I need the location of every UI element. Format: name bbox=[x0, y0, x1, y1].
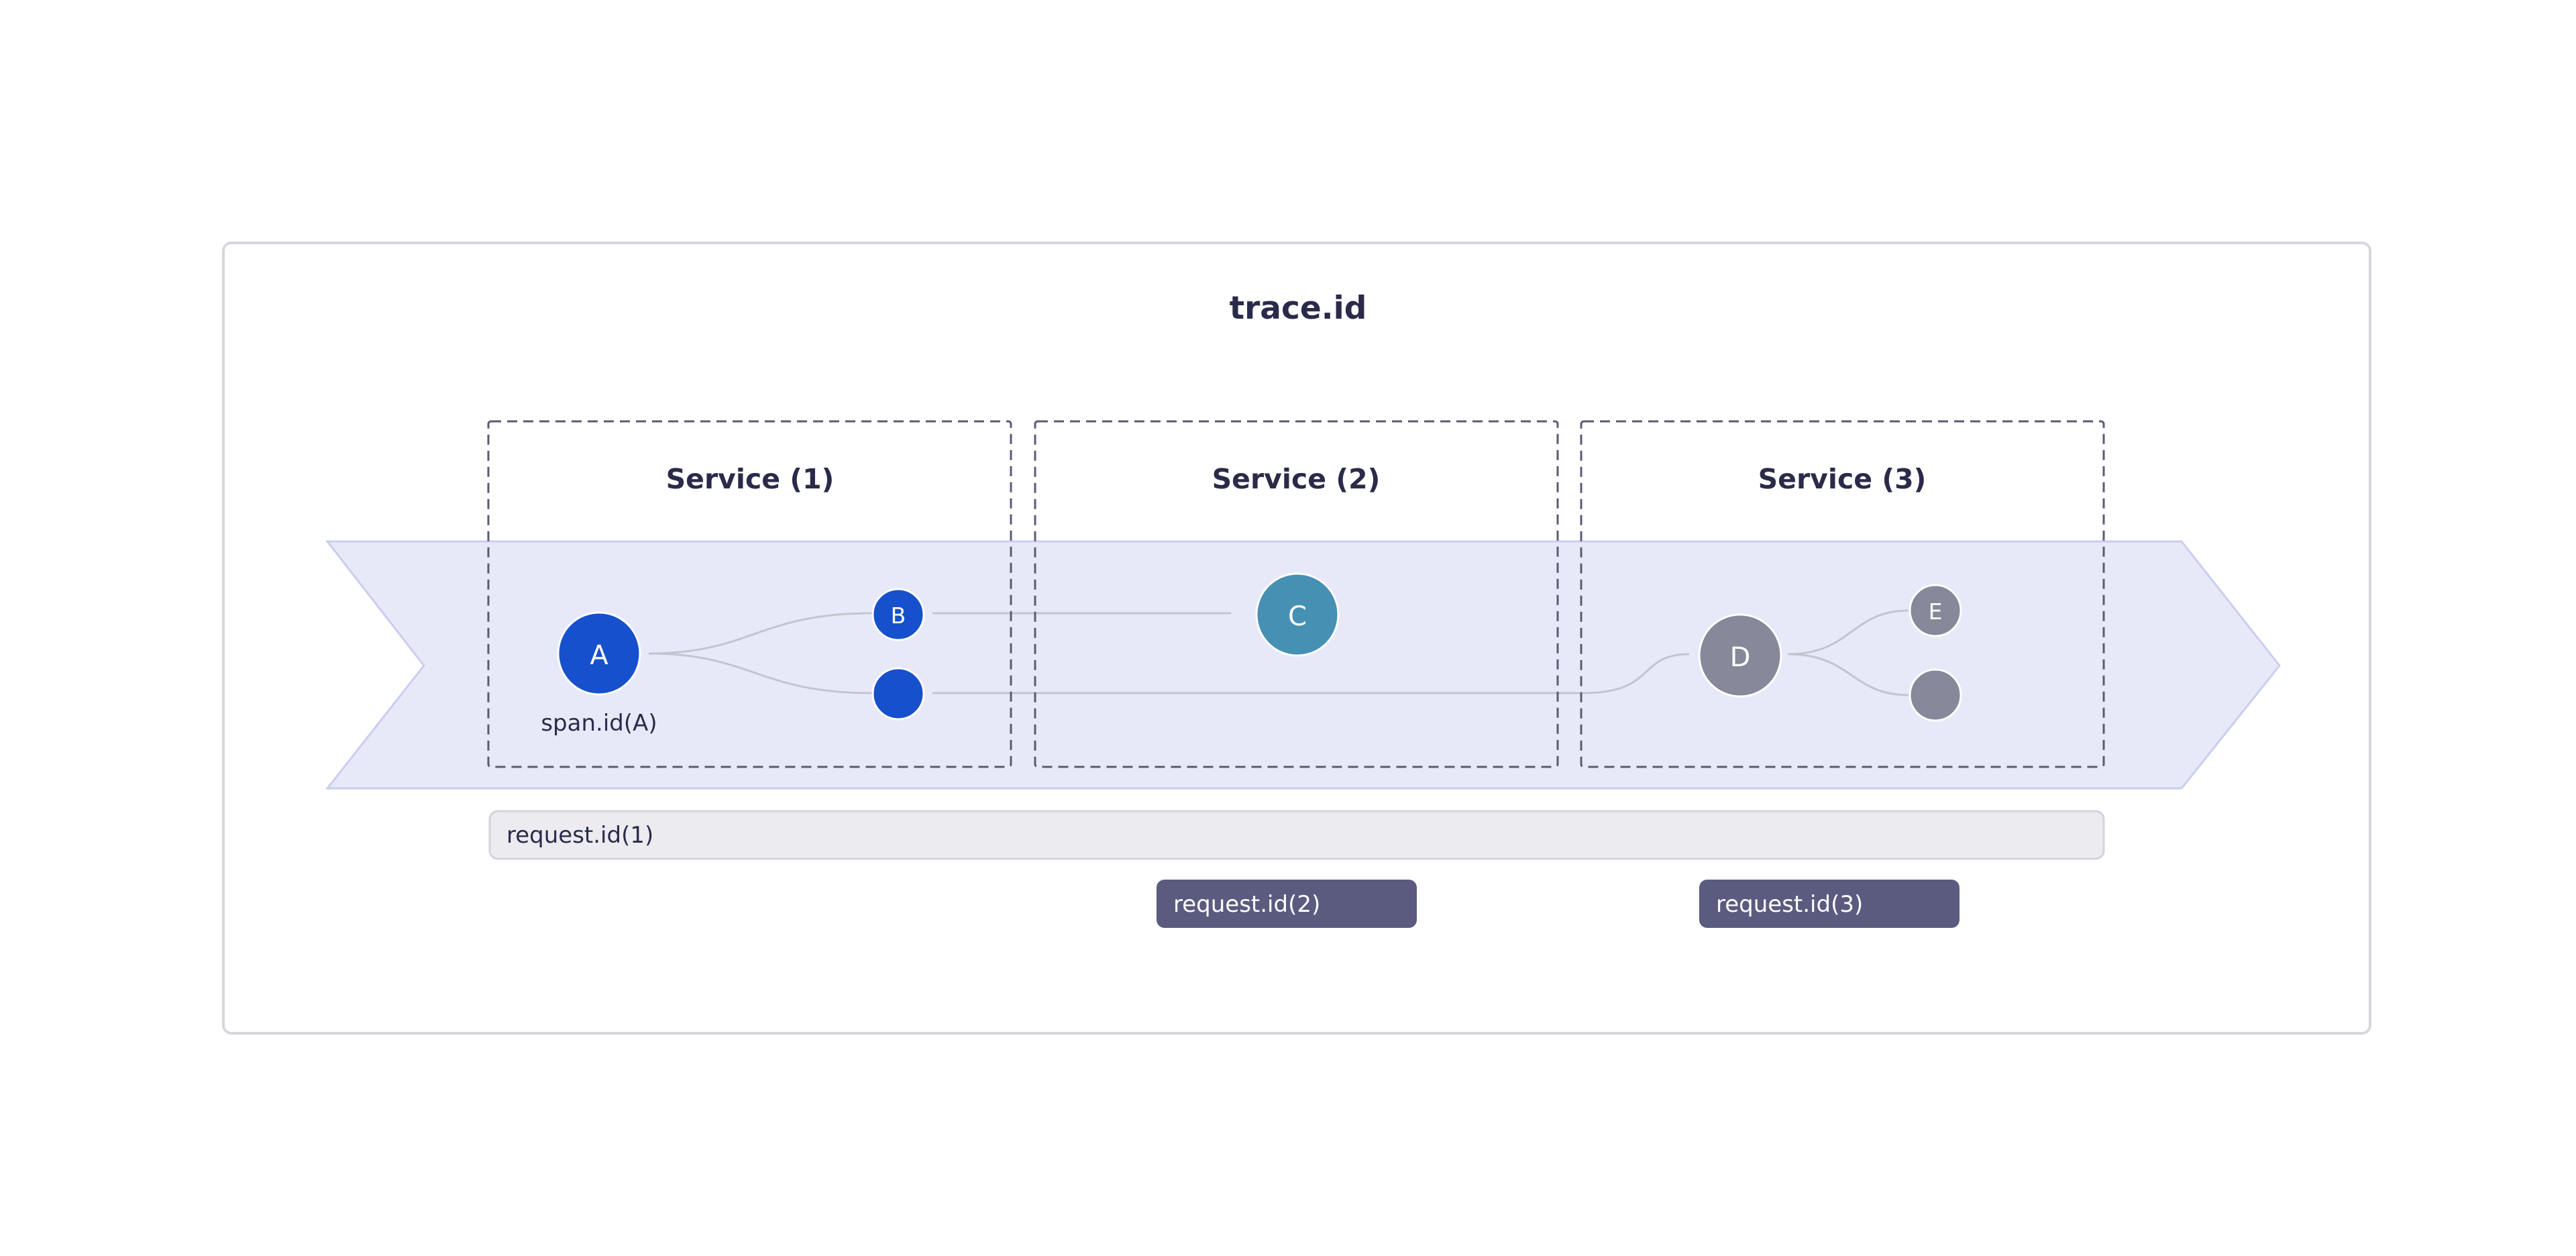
span-node-b-label: B bbox=[891, 603, 906, 629]
request-label-1: request.id(1) bbox=[506, 822, 653, 849]
span-connectors bbox=[648, 609, 1909, 696]
connector-b2-d bbox=[932, 653, 1690, 694]
service-label-1: Service (1) bbox=[666, 463, 835, 495]
span-node-e: E bbox=[1909, 584, 1962, 637]
span-node-d: D bbox=[1698, 613, 1782, 698]
service-label-3: Service (3) bbox=[1758, 463, 1927, 495]
span-node-e-label: E bbox=[1929, 598, 1943, 625]
span-node-e2 bbox=[1909, 668, 1962, 722]
span-node-b2 bbox=[871, 667, 925, 721]
service-box-1 bbox=[487, 420, 1012, 768]
span-node-d-label: D bbox=[1730, 642, 1751, 673]
request-bar-2: request.id(2) bbox=[1157, 880, 1417, 928]
request-bar-3: request.id(3) bbox=[1699, 880, 1960, 928]
connector-a-b bbox=[648, 612, 873, 655]
span-node-b: B bbox=[871, 588, 925, 641]
request-bar-1: request.id(1) bbox=[488, 810, 2105, 860]
span-node-a-label: A bbox=[590, 640, 608, 671]
request-label-2: request.id(2) bbox=[1173, 891, 1320, 918]
span-id-label: span.id(A) bbox=[541, 710, 657, 737]
service-box-3 bbox=[1580, 420, 2105, 768]
span-node-a: A bbox=[557, 611, 641, 696]
span-node-c-label: C bbox=[1288, 601, 1307, 632]
connector-d-e2 bbox=[1787, 653, 1909, 696]
trace-band bbox=[325, 540, 2281, 790]
service-box-2 bbox=[1034, 420, 1559, 768]
trace-title: trace.id bbox=[1230, 290, 1367, 327]
service-label-2: Service (2) bbox=[1212, 463, 1381, 495]
span-node-c: C bbox=[1255, 572, 1340, 657]
connector-d-e bbox=[1787, 609, 1909, 656]
connector-a-b2 bbox=[648, 652, 873, 694]
request-label-3: request.id(3) bbox=[1716, 891, 1863, 918]
